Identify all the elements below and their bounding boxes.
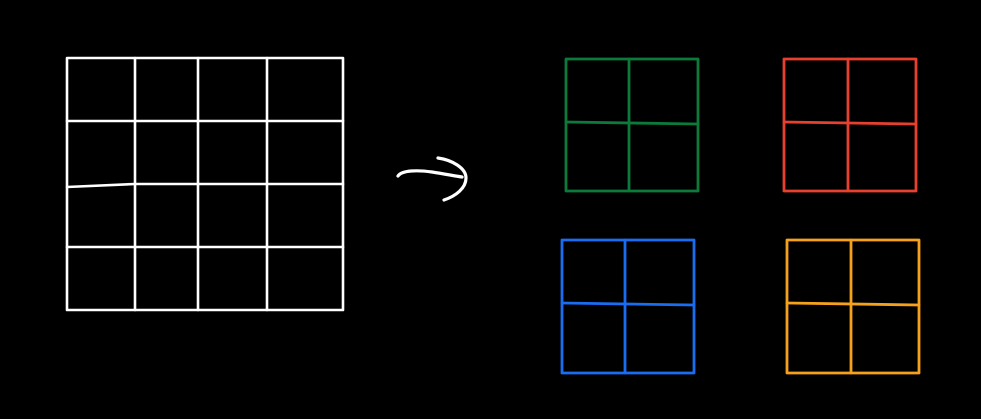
grid-2x2-green-hline bbox=[564, 120, 700, 126]
source-grid-4x4 bbox=[65, 56, 345, 312]
grid-2x2-green bbox=[564, 57, 700, 193]
grid-2x2-orange-hline bbox=[785, 301, 921, 307]
grid-2x2-blue-hline bbox=[560, 301, 696, 307]
arrow-shaft bbox=[396, 169, 464, 179]
arrow-head bbox=[436, 156, 468, 202]
grid-2x2-blue bbox=[560, 238, 696, 375]
source-grid-hline-2 bbox=[65, 182, 345, 189]
grid-2x2-orange-border bbox=[785, 238, 921, 375]
grid-2x2-red-hline bbox=[782, 120, 918, 126]
arrow-icon bbox=[396, 156, 468, 202]
grid-2x2-orange bbox=[785, 238, 921, 375]
grid-2x2-red bbox=[782, 57, 918, 193]
grid-2x2-blue-border bbox=[560, 238, 696, 375]
